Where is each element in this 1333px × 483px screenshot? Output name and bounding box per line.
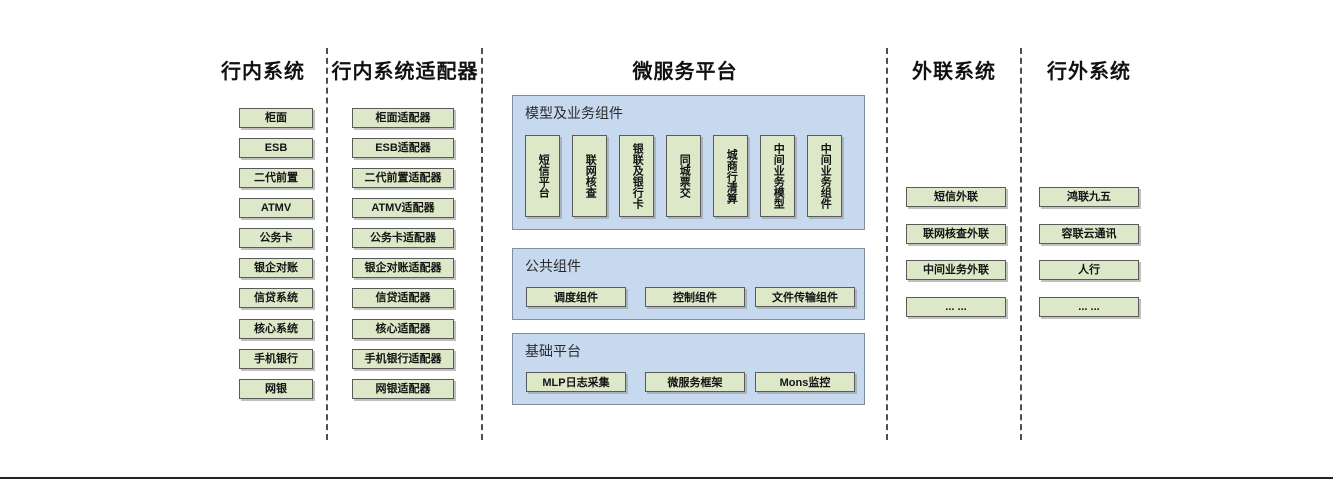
component-box[interactable]: 联网核查 <box>572 135 607 217</box>
divider-1 <box>326 48 328 440</box>
list-item[interactable]: 公务卡适配器 <box>352 228 454 248</box>
list-item[interactable]: 核心系统 <box>239 319 313 339</box>
list-item[interactable]: 柜面适配器 <box>352 108 454 128</box>
component-box[interactable]: 中间业务模型 <box>760 135 795 217</box>
list-item[interactable]: 银企对账 <box>239 258 313 278</box>
list-item[interactable]: ... ... <box>906 297 1006 317</box>
component-box[interactable]: 文件传输组件 <box>755 287 855 307</box>
component-box[interactable]: 调度组件 <box>526 287 626 307</box>
column-header-internal-adapters: 行内系统适配器 <box>331 61 479 83</box>
list-item[interactable]: ESB <box>239 138 313 158</box>
column-header-internal-systems: 行内系统 <box>221 61 305 83</box>
column-header-microservice-platform: 微服务平台 <box>632 61 738 83</box>
divider-3 <box>886 48 888 440</box>
bottom-rule <box>0 477 1333 479</box>
component-label: 中间业务模型 <box>772 143 785 209</box>
component-box[interactable]: Mons监控 <box>755 372 855 392</box>
component-label: 城商行清算 <box>725 148 738 204</box>
panel-title: 公共组件 <box>525 258 581 274</box>
column-header-external-link-systems: 外联系统 <box>912 61 996 83</box>
component-label: 短信平台 <box>537 154 550 198</box>
list-item[interactable]: 信贷适配器 <box>352 288 454 308</box>
list-item[interactable]: 二代前置适配器 <box>352 168 454 188</box>
component-label: 中间业务组件 <box>819 143 832 209</box>
list-item[interactable]: 二代前置 <box>239 168 313 188</box>
divider-2 <box>481 48 483 440</box>
list-item[interactable]: 手机银行适配器 <box>352 349 454 369</box>
component-box[interactable]: 城商行清算 <box>713 135 748 217</box>
list-item[interactable]: 鸿联九五 <box>1039 187 1139 207</box>
list-item[interactable]: 中间业务外联 <box>906 260 1006 280</box>
list-item[interactable]: 核心适配器 <box>352 319 454 339</box>
panel-common-components: 公共组件 <box>512 248 865 320</box>
list-item[interactable]: ATMV适配器 <box>352 198 454 218</box>
component-label: 联网核查 <box>584 154 597 198</box>
panel-base-platform: 基础平台 <box>512 333 865 405</box>
panel-title: 基础平台 <box>525 343 581 359</box>
list-item[interactable]: 手机银行 <box>239 349 313 369</box>
list-item[interactable]: ATMV <box>239 198 313 218</box>
list-item[interactable]: ESB适配器 <box>352 138 454 158</box>
list-item[interactable]: 信贷系统 <box>239 288 313 308</box>
component-box[interactable]: 控制组件 <box>645 287 745 307</box>
component-box[interactable]: 短信平台 <box>525 135 560 217</box>
list-item[interactable]: 容联云通讯 <box>1039 224 1139 244</box>
component-box[interactable]: 中间业务组件 <box>807 135 842 217</box>
list-item[interactable]: 联网核查外联 <box>906 224 1006 244</box>
component-box[interactable]: MLP日志采集 <box>526 372 626 392</box>
panel-title: 模型及业务组件 <box>525 105 623 121</box>
component-box[interactable]: 微服务框架 <box>645 372 745 392</box>
list-item[interactable]: 网银 <box>239 379 313 399</box>
list-item[interactable]: ... ... <box>1039 297 1139 317</box>
list-item[interactable]: 网银适配器 <box>352 379 454 399</box>
list-item[interactable]: 公务卡 <box>239 228 313 248</box>
list-item[interactable]: 短信外联 <box>906 187 1006 207</box>
divider-4 <box>1020 48 1022 440</box>
list-item[interactable]: 柜面 <box>239 108 313 128</box>
component-box[interactable]: 银联及银行卡 <box>619 135 654 217</box>
component-label: 银联及银行卡 <box>631 143 644 209</box>
component-box[interactable]: 同城票交 <box>666 135 701 217</box>
column-header-outside-bank-systems: 行外系统 <box>1047 61 1131 83</box>
list-item[interactable]: 人行 <box>1039 260 1139 280</box>
list-item[interactable]: 银企对账适配器 <box>352 258 454 278</box>
component-label: 同城票交 <box>678 154 691 198</box>
